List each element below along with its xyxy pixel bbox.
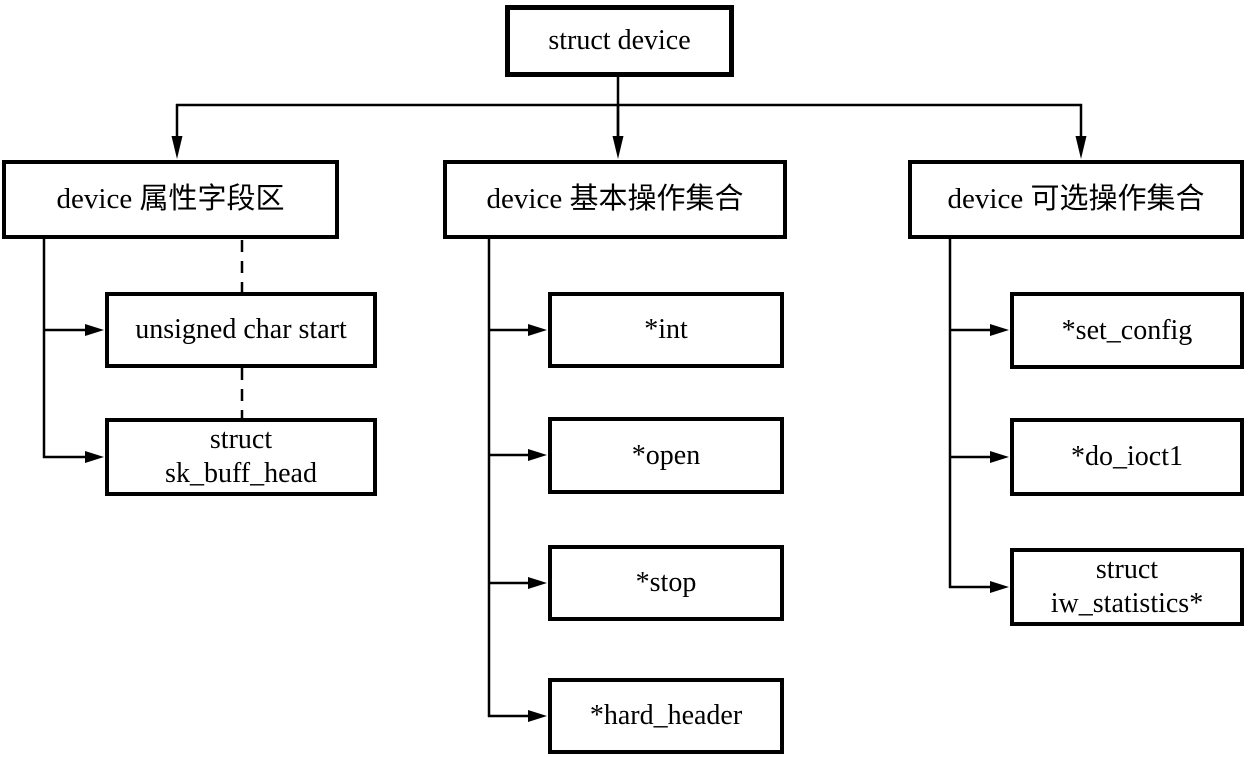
down-arrow-right [1075, 104, 1087, 159]
branch-arrow-unsigned-char-start [43, 324, 104, 336]
node-unsigned-char-start: unsigned char start [105, 292, 377, 368]
branch-arrow-hard-header [488, 710, 547, 722]
node-hard-header: *hard_header [548, 678, 784, 754]
branch-arrow-sk-buff-head [43, 451, 104, 463]
down-arrow-middle [612, 104, 624, 159]
branch-arrow-do-ioct1 [949, 451, 1009, 463]
down-arrow-left [171, 104, 183, 159]
node-int: *int [548, 292, 784, 368]
branch-arrow-int [488, 324, 547, 336]
node-stop: *stop [548, 545, 784, 621]
node-group-attribute-fields: device 属性字段区 [2, 160, 339, 239]
branch-arrow-open [488, 449, 547, 461]
node-group-basic-operations: device 基本操作集合 [443, 160, 787, 239]
node-do-ioct1: *do_ioct1 [1010, 418, 1244, 496]
node-group-optional-operations: device 可选操作集合 [908, 160, 1244, 239]
node-set-config: *set_config [1010, 292, 1244, 369]
branch-arrow-stop [488, 577, 547, 589]
node-sk-buff-head: struct sk_buff_head [105, 418, 377, 496]
branch-arrow-iw-statistics [949, 581, 1009, 593]
branch-arrow-set-config [949, 324, 1009, 336]
node-iw-statistics: struct iw_statistics* [1010, 548, 1244, 626]
node-open: *open [548, 417, 784, 494]
node-struct-device: struct device [505, 5, 734, 77]
